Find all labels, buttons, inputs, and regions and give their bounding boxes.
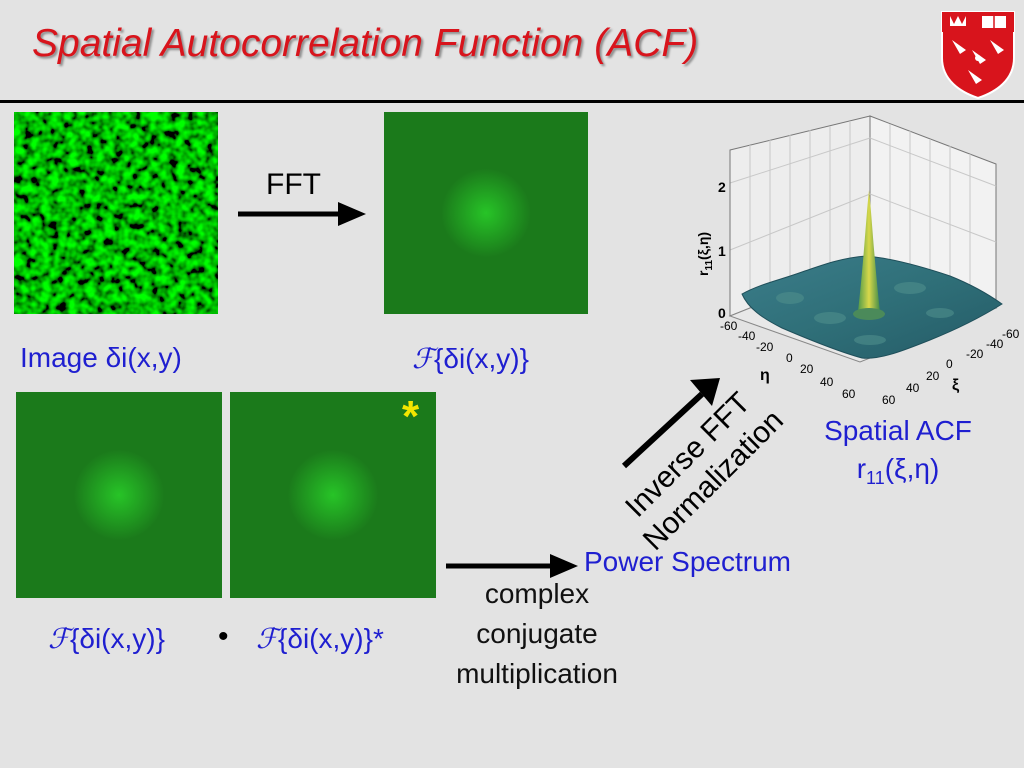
acf-3d-surface-plot: 2 1 0 r11(ξ,η) -60 -40 -20 0 20 40 60 η … bbox=[695, 115, 1020, 407]
z-tick: 2 bbox=[718, 179, 726, 195]
power-spectrum-label: Power Spectrum bbox=[584, 546, 791, 577]
z-axis-label-subscript: 11 bbox=[704, 260, 715, 271]
acf-symbol-args: (ξ,η) bbox=[884, 453, 940, 484]
eta-tick: 20 bbox=[800, 362, 814, 376]
operation-description: complex conjugate multiplication bbox=[432, 574, 642, 694]
xi-tick: 60 bbox=[882, 393, 896, 407]
z-tick: 0 bbox=[718, 305, 726, 321]
fourier-symbol: ℱ bbox=[412, 342, 435, 375]
slide-title: Spatial Autocorrelation Function (ACF) bbox=[32, 22, 699, 65]
eta-tick: 0 bbox=[786, 351, 793, 365]
university-crest-icon bbox=[941, 11, 1015, 100]
speckle-image bbox=[14, 112, 218, 314]
fourier-bottom-left-label: ℱ{δi(x,y)} bbox=[48, 622, 165, 655]
operation-line: conjugate bbox=[476, 618, 598, 649]
power-spectrum-arrow-icon bbox=[446, 554, 578, 578]
fourier-argument: {δi(x,y)}* bbox=[278, 623, 384, 654]
z-axis-label: r11(ξ,η) bbox=[695, 232, 715, 276]
conjugate-asterisk: * bbox=[402, 392, 420, 441]
spatial-acf-symbol: r11(ξ,η) bbox=[806, 450, 990, 491]
acf-symbol-main: r bbox=[856, 453, 867, 484]
inverse-fft-arrow-icon bbox=[621, 378, 720, 469]
fourier-spectrum-bottom-right bbox=[230, 392, 436, 598]
eta-axis-label: η bbox=[760, 367, 770, 384]
fourier-symbol: ℱ bbox=[48, 622, 71, 655]
eta-tick: -40 bbox=[738, 329, 756, 343]
title-divider bbox=[0, 100, 1024, 103]
fourier-argument: {δi(x,y)} bbox=[70, 623, 165, 654]
fft-arrow-icon bbox=[238, 202, 366, 226]
fourier-top-label: ℱ{δi(x,y)} bbox=[412, 342, 529, 375]
eta-tick: 60 bbox=[842, 387, 856, 401]
fourier-spectrum-top bbox=[384, 112, 588, 314]
fft-label: FFT bbox=[266, 168, 321, 201]
operation-line: multiplication bbox=[456, 658, 618, 689]
xi-tick: -60 bbox=[1002, 327, 1020, 341]
z-axis-label-args: (ξ,η) bbox=[695, 232, 711, 260]
xi-axis-label: ξ bbox=[952, 377, 960, 394]
spatial-acf-caption: Spatial ACF r11(ξ,η) bbox=[806, 412, 990, 491]
spatial-acf-title: Spatial ACF bbox=[824, 415, 972, 446]
image-label: Image δi(x,y) bbox=[20, 342, 182, 373]
xi-tick: -20 bbox=[966, 347, 984, 361]
fourier-spectrum-bottom-left bbox=[16, 392, 222, 598]
z-axis-label-main: r bbox=[695, 270, 711, 276]
eta-tick: -20 bbox=[756, 340, 774, 354]
xi-tick: 40 bbox=[906, 381, 920, 395]
fourier-symbol: ℱ bbox=[256, 622, 279, 655]
multiplication-dot: • bbox=[218, 620, 229, 653]
operation-line: complex bbox=[484, 578, 590, 609]
xi-tick: -40 bbox=[986, 337, 1004, 351]
eta-tick: -60 bbox=[720, 319, 738, 333]
acf-symbol-subscript: 11 bbox=[866, 468, 885, 488]
xi-tick: 0 bbox=[946, 357, 953, 371]
eta-tick: 40 bbox=[820, 375, 834, 389]
fourier-argument: {δi(x,y)} bbox=[434, 343, 529, 374]
fourier-bottom-right-label: ℱ{δi(x,y)}* bbox=[256, 622, 384, 655]
xi-tick: 20 bbox=[926, 369, 940, 383]
z-tick: 1 bbox=[718, 243, 726, 259]
